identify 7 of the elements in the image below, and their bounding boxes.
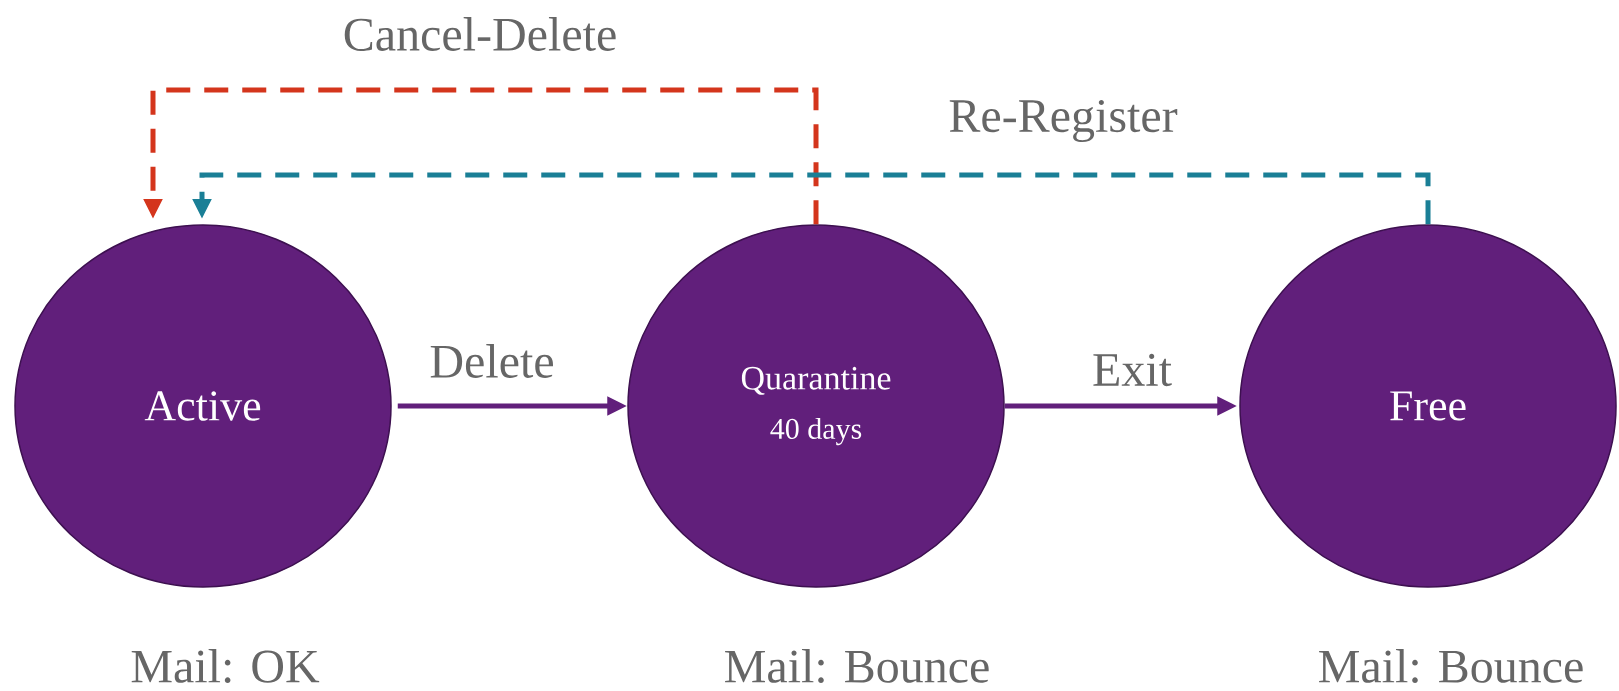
edge-label: Cancel-Delete	[340, 15, 620, 53]
state-caption: Mail: Bounce	[725, 649, 989, 683]
state-caption: Mail: OK	[131, 649, 320, 683]
edge-label: Delete	[427, 342, 557, 380]
state-caption: Mail: Bounce	[1319, 649, 1583, 683]
edge-label: Exit	[1090, 351, 1174, 389]
edge-label: Re-Register	[946, 97, 1180, 145]
